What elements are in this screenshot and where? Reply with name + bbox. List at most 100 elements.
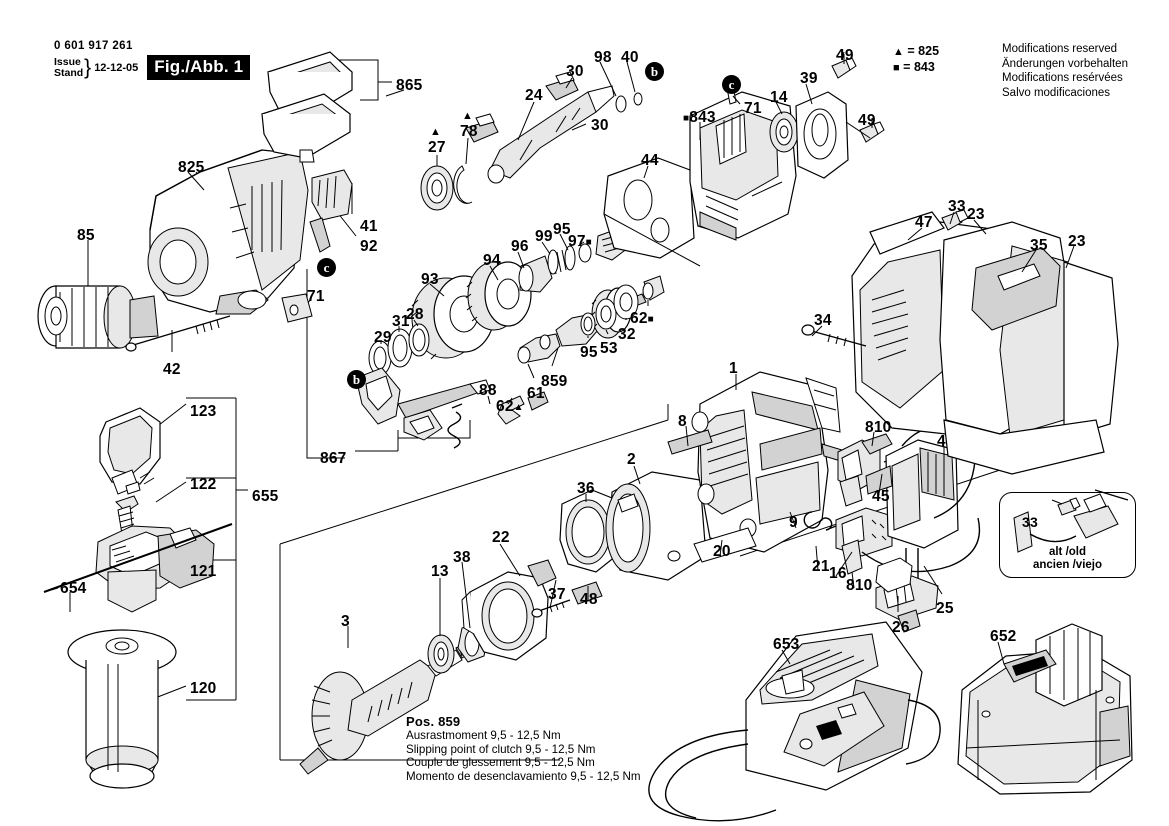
note-line: Slipping point of clutch 9,5 - 12,5 Nm	[406, 742, 596, 756]
callout-number: 42	[163, 361, 181, 378]
callout-number: 25	[936, 600, 954, 617]
callout-654: 654	[60, 581, 86, 597]
callout-number: 33	[948, 198, 966, 215]
callout-34: 34	[814, 313, 832, 329]
callout-98: 98	[594, 50, 612, 66]
callout-number: 21	[812, 558, 830, 575]
callout-47: 47	[915, 215, 933, 231]
callout-71b: 71	[307, 289, 325, 305]
callout-41: 41	[360, 219, 378, 235]
callout-number: 53	[600, 340, 618, 357]
callout-120: 120	[190, 681, 216, 697]
square-marker-icon: ■	[585, 237, 592, 248]
callout-number: 97	[568, 233, 586, 250]
callout-28: 28	[406, 307, 424, 323]
callout-number: 810	[865, 419, 892, 436]
callout-number: 14	[770, 89, 788, 106]
callout-number: 123	[190, 403, 217, 420]
callout-78: 78	[460, 124, 478, 140]
callout-39: 39	[800, 71, 818, 87]
callout-95b: 95	[580, 345, 598, 361]
callout-3: 3	[341, 614, 350, 630]
inset-caption-line2: ancien /viejo	[1032, 559, 1103, 571]
callout-number: 865	[396, 77, 423, 94]
modifications-line: Änderungen vorbehalten	[1002, 57, 1128, 70]
inset-caption: alt /old ancien /viejo	[1000, 546, 1135, 572]
callout-number: 122	[190, 476, 217, 493]
callout-number: 4	[937, 433, 946, 450]
callout-45: 45	[872, 489, 890, 505]
note-line: Couple de glessement 9,5 - 12,5 Nm	[406, 756, 595, 770]
circled-marker-b: b	[645, 62, 664, 81]
issue-stand-label: Issue Stand	[54, 56, 84, 79]
callout-14: 14	[770, 90, 788, 106]
callout-number: 45	[872, 488, 890, 505]
callout-2: 2	[627, 452, 636, 468]
callout-9: 9	[789, 515, 798, 531]
callout-22: 22	[492, 530, 510, 546]
key-equals: =	[903, 60, 911, 74]
callout-1: 1	[729, 361, 738, 377]
sheet-header: 0 601 917 261 Issue Stand } 12-12-05 Fig…	[54, 40, 251, 80]
callout-number: 78	[460, 123, 478, 140]
callout-652: 652	[990, 629, 1016, 645]
callout-62a: 62▲	[496, 399, 524, 416]
modifications-line: Salvo modificaciones	[1002, 86, 1111, 99]
triangle-icon: ▲	[893, 46, 904, 58]
key-equals: =	[907, 44, 915, 58]
callout-number: 95	[580, 344, 598, 361]
callout-number: 9	[789, 514, 798, 531]
issue-date: 12-12-05	[94, 61, 139, 74]
callout-122: 122	[190, 477, 216, 493]
callout-123: 123	[190, 404, 216, 420]
circled-marker-c: c	[317, 258, 336, 277]
callout-number: 27	[428, 139, 446, 156]
callout-number: 49	[836, 47, 854, 64]
circled-marker-c: c	[722, 75, 741, 94]
callout-23b: 23	[1068, 234, 1086, 250]
callout-27: 27	[428, 140, 446, 156]
clutch-torque-note: Pos. 859 Ausrastmoment 9,5 - 12,5 Nm Sli…	[406, 714, 641, 783]
callout-29: 29	[374, 330, 392, 346]
callout-number: 655	[252, 488, 279, 505]
callout-number: 88	[479, 382, 497, 399]
modifications-legend: Modifications reserved Änderungen vorbeh…	[1002, 42, 1128, 100]
brace-glyph: }	[84, 55, 92, 79]
alt-old-variant-inset: 33 alt /old ancien /viejo	[999, 492, 1136, 578]
key-legend-row-triangle: ▲ = 825	[893, 44, 939, 60]
callout-867: 867	[320, 451, 346, 467]
callout-number: 653	[773, 636, 800, 653]
callout-number: 32	[618, 326, 636, 343]
callout-21: 21	[812, 559, 830, 575]
key-legend-row-square: ■ = 843	[893, 60, 939, 76]
callout-95a: 95	[553, 222, 571, 238]
callout-number: 92	[360, 238, 378, 255]
square-marker-icon: ■	[647, 314, 654, 325]
callout-number: 23	[967, 206, 985, 223]
callout-843: ■843	[683, 110, 716, 127]
callout-32: 32	[618, 327, 636, 343]
square-marker-icon: ■	[683, 113, 690, 124]
figure-label: Fig./Abb. 1	[147, 55, 251, 80]
callout-number: 96	[511, 238, 529, 255]
callout-number: 48	[580, 591, 598, 608]
callout-20: 20	[713, 544, 731, 560]
callout-number: 31	[392, 313, 410, 330]
triangle-marker-icon: ▲	[430, 126, 441, 138]
callout-30b: 30	[591, 118, 609, 134]
callout-825: 825	[178, 160, 204, 176]
callout-number: 2	[627, 451, 636, 468]
callout-655: 655	[252, 489, 278, 505]
note-line: Momento de desenclavamiento 9,5 - 12,5 N…	[406, 769, 641, 783]
callout-44: 44	[641, 153, 659, 169]
callout-number: 40	[621, 49, 639, 66]
callout-number: 24	[525, 87, 543, 104]
callout-number: 49	[858, 112, 876, 129]
callout-number: 28	[406, 306, 424, 323]
callout-96: 96	[511, 239, 529, 255]
callout-number: 41	[360, 218, 378, 235]
callout-48: 48	[580, 592, 598, 608]
callout-number: 44	[641, 152, 659, 169]
circled-marker-b: b	[347, 370, 366, 389]
callout-number: 62	[496, 398, 514, 415]
